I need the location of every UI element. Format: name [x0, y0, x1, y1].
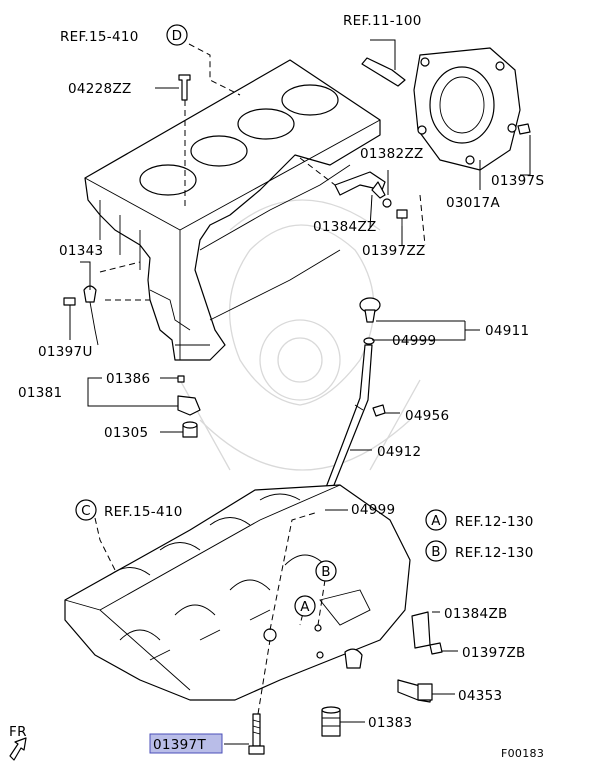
fr-label: FR — [9, 724, 27, 740]
watermark-emblem — [179, 199, 421, 471]
highlight-box — [149, 733, 223, 754]
label-01381: 01381 — [18, 385, 62, 401]
highlighted-part-01397T[interactable]: 01397T — [149, 733, 223, 754]
label-04911: 04911 — [485, 323, 529, 339]
label-01305: 01305 — [104, 425, 148, 441]
clip-01343 — [83, 285, 99, 346]
callout-a-part: A — [294, 595, 316, 617]
label-01383: 01383 — [368, 715, 412, 731]
bolt-01397T — [248, 713, 265, 755]
pin-01386 — [177, 375, 185, 383]
callout-a-legend-letter: A — [431, 513, 441, 529]
callout-a-part-letter: A — [300, 599, 310, 615]
label-01343: 01343 — [59, 243, 103, 259]
plug-01305 — [182, 421, 198, 438]
callout-d: D — [166, 24, 188, 46]
gauge-guide-04912 — [324, 344, 373, 491]
fr-arrow-icon — [9, 737, 27, 761]
label-01382ZZ: 01382ZZ — [360, 146, 424, 162]
callout-c: C — [75, 499, 97, 521]
lower-crankcase — [64, 484, 411, 701]
label-ref-12-130-b: REF.12-130 — [455, 545, 534, 561]
label-ref-11-100: REF.11-100 — [343, 13, 422, 29]
oil-level-gauge-04911 — [359, 297, 381, 345]
label-01397U: 01397U — [38, 344, 93, 360]
label-04956: 04956 — [405, 408, 449, 424]
bolt-01397ZZ — [396, 209, 408, 226]
label-01397ZB: 01397ZB — [462, 645, 526, 661]
label-01397T[interactable]: 01397T — [153, 737, 206, 753]
callout-a-legend: A — [425, 509, 447, 531]
label-01386: 01386 — [106, 371, 150, 387]
clip-01381 — [177, 395, 201, 416]
washer-01382ZZ — [382, 198, 392, 208]
label-ref-15-410-top: REF.15-410 — [60, 29, 139, 45]
label-01384ZB: 01384ZB — [444, 606, 508, 622]
label-01397ZZ: 01397ZZ — [362, 243, 426, 259]
label-01397S: 01397S — [491, 173, 544, 189]
drain-plug-01383 — [321, 706, 341, 737]
callout-d-letter: D — [172, 28, 183, 44]
label-04912: 04912 — [377, 444, 421, 460]
oil-seal-case — [361, 47, 531, 171]
label-ref-15-410-bottom: REF.15-410 — [104, 504, 183, 520]
bracket-01384ZB — [411, 611, 431, 649]
label-04228ZZ: 04228ZZ — [68, 81, 132, 97]
bracket-01384ZZ — [334, 171, 386, 199]
label-ref-12-130-a: REF.12-130 — [455, 514, 534, 530]
label-04999-top: 04999 — [392, 333, 436, 349]
label-01384ZZ: 01384ZZ — [313, 219, 377, 235]
callout-b-legend-letter: B — [431, 544, 441, 560]
callout-b-legend: B — [425, 540, 447, 562]
bolt-01397ZB — [429, 642, 443, 655]
figure-code: F00183 — [501, 747, 544, 760]
label-03017A: 03017A — [446, 195, 500, 211]
front-direction-indicator: FR — [9, 724, 27, 761]
label-04353: 04353 — [458, 688, 502, 704]
leader-lines — [69, 39, 531, 745]
bolt-04956 — [372, 404, 386, 417]
callout-b-part-letter: B — [321, 564, 331, 580]
bolt-01397U — [63, 297, 76, 306]
oil-pressure-switch-04353 — [397, 679, 433, 703]
callout-c-letter: C — [81, 503, 91, 519]
label-04999-bottom: 04999 — [351, 502, 395, 518]
callout-b-part: B — [315, 560, 337, 582]
cylinder-block-upper — [84, 59, 381, 361]
bolt-04228ZZ — [178, 74, 191, 101]
